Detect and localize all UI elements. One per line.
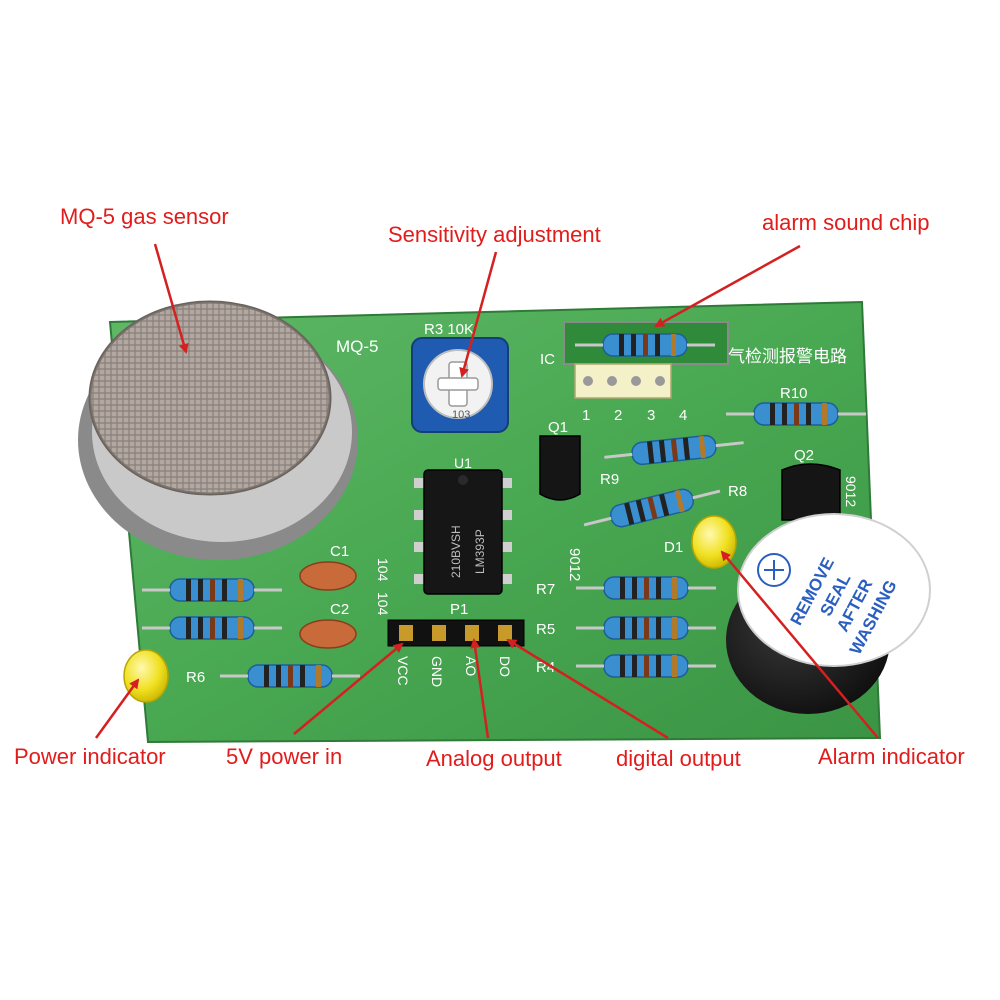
arrow-power-in xyxy=(293,642,404,735)
r8-label: R8 xyxy=(728,483,747,500)
c1-value: 104 xyxy=(375,558,391,582)
resistor-r7: R7 xyxy=(536,575,718,601)
chip-line-2: 210BVSH xyxy=(449,525,463,578)
ic-pin-1: 1 xyxy=(582,407,590,424)
arrow-sensitivity xyxy=(459,251,498,378)
chinese-title: 气检测报警电路 xyxy=(728,347,847,366)
pot-code-label: 103 xyxy=(452,409,470,421)
callout-sound-chip: alarm sound chip xyxy=(762,210,930,235)
q1-label: Q1 xyxy=(548,419,568,436)
alarm-sound-chip: IC 1 2 3 4 气检测报警电路 xyxy=(540,321,847,424)
resistor-r4: R4 xyxy=(536,653,718,679)
resistor-r1: R1 xyxy=(110,577,284,603)
mq5-gas-sensor: MQ-5 xyxy=(78,300,379,560)
r6-label: R6 xyxy=(186,669,205,686)
q2-part-label: 9012 xyxy=(843,476,859,507)
u1-label: U1 xyxy=(454,455,472,471)
resistor-r2: R2 xyxy=(106,615,284,641)
led-d2: D2 xyxy=(108,649,169,703)
q1-part-label: 9012 xyxy=(566,548,583,581)
arrow-alarm-indicator xyxy=(720,550,879,739)
lm393-chip: U1 LM393P 210BVSH xyxy=(414,455,512,595)
arrow-sensor xyxy=(153,243,189,354)
arrow-digital-out xyxy=(506,638,669,740)
buzzer-plus-icon xyxy=(757,553,791,587)
r1-label: R1 xyxy=(110,583,129,600)
pot-label: R3 10K xyxy=(424,321,474,338)
p1-label: P1 xyxy=(450,601,468,618)
arrow-power-indicator xyxy=(94,678,140,739)
resistor-r8: R8 xyxy=(579,478,747,538)
resistor-r5: R5 xyxy=(536,615,718,641)
arrow-sound-chip xyxy=(654,244,801,328)
resistor-r10: R10 xyxy=(724,385,868,427)
c1-label: C1 xyxy=(330,543,349,560)
d1-label: D1 xyxy=(664,539,683,556)
arrow-analog-out xyxy=(470,638,490,739)
r9-label: R9 xyxy=(600,471,619,488)
sensor-model-label: MQ-5 xyxy=(336,337,379,356)
r5-label: R5 xyxy=(536,621,555,638)
c2-label: C2 xyxy=(330,601,349,618)
callout-power-in: 5V power in xyxy=(226,744,343,769)
callout-analog-out: Analog output xyxy=(426,746,562,771)
pin-ao-label: AO xyxy=(463,656,479,676)
ic-label: IC xyxy=(540,351,555,368)
sensitivity-potentiometer: 103 R3 10K xyxy=(411,321,509,433)
callout-digital-out: digital output xyxy=(616,746,741,771)
callout-alarm-indicator: Alarm indicator xyxy=(818,744,965,769)
d2-label: D2 xyxy=(108,669,127,686)
callout-sensitivity: Sensitivity adjustment xyxy=(388,222,601,247)
ic-pin-2: 2 xyxy=(614,407,622,424)
callout-arrows xyxy=(94,243,879,740)
q2-label: Q2 xyxy=(794,447,814,464)
chip-line-1: LM393P xyxy=(473,529,487,574)
capacitor-c2: C2 104 xyxy=(299,592,391,649)
r4-label: R4 xyxy=(536,659,555,676)
buzzer: REMOVE SEAL AFTER WASHING xyxy=(726,513,931,714)
pin-gnd-label: GND xyxy=(429,656,445,687)
r10-label: R10 xyxy=(780,385,808,402)
capacitor-c1: C1 104 xyxy=(299,543,391,591)
transistor-q2: Q2 9012 xyxy=(781,447,859,521)
ic-pin-3: 3 xyxy=(647,407,655,424)
r7-label: R7 xyxy=(536,581,555,598)
transistor-q1: Q1 9012 xyxy=(539,419,583,581)
header-p1: P1 VCC GND AO DO xyxy=(387,601,525,687)
r2-label: R2 xyxy=(106,621,125,638)
resistor-r9: R9 xyxy=(600,430,747,488)
callout-power-indicator: Power indicator xyxy=(14,744,166,769)
c2-value: 104 xyxy=(375,592,391,616)
ic-pin-4: 4 xyxy=(679,407,687,424)
resistor-r6: R6 xyxy=(186,663,362,689)
callout-sensor: MQ-5 gas sensor xyxy=(60,204,229,229)
pin-vcc-label: VCC xyxy=(395,656,411,686)
pin-do-label: DO xyxy=(497,656,513,677)
